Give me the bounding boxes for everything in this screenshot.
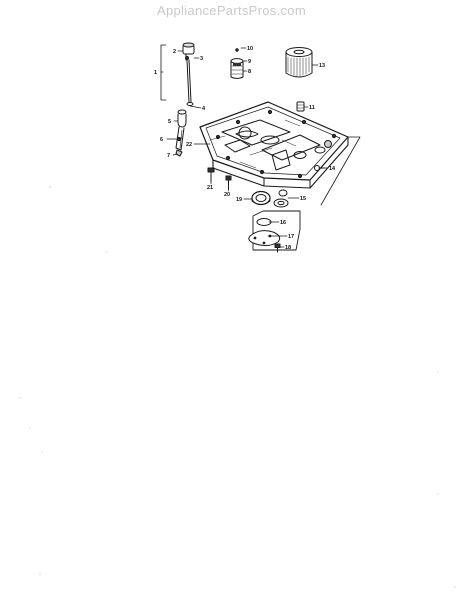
cover-group-frame [252, 210, 301, 251]
callout-5: 5 [168, 119, 171, 125]
callout-13: 13 [319, 63, 325, 69]
callout-4: 4 [202, 106, 206, 112]
oil-pan-base [199, 101, 349, 189]
leader-lines [160, 47, 329, 248]
callout-14: 14 [329, 166, 336, 172]
callout-1: 1 [154, 70, 157, 76]
callout-9: 9 [248, 59, 251, 65]
callout-3: 3 [200, 56, 203, 62]
callout-7: 7 [167, 153, 170, 159]
site-watermark: AppliancePartsPros.com [157, 3, 306, 18]
explode-line [320, 136, 361, 206]
part-group-8-10 [230, 48, 244, 79]
cover-plate-part-17 [248, 230, 281, 247]
callout-22: 22 [186, 142, 192, 148]
dipstick-assembly [160, 42, 195, 106]
scan-specks [19, 186, 456, 588]
screw-part-18 [274, 243, 281, 253]
callout-11: 11 [309, 105, 315, 111]
callout-8: 8 [248, 69, 251, 75]
dipstick-tube-assembly [175, 109, 187, 157]
seal-part-19 [251, 190, 271, 206]
callout-16: 16 [280, 220, 286, 226]
plug-part-14 [314, 165, 325, 171]
callout-21: 21 [207, 185, 213, 191]
callout-2: 2 [173, 49, 176, 55]
callout-18: 18 [285, 245, 291, 251]
fastener-part-20 [225, 175, 232, 190]
callout-19: 19 [236, 197, 242, 203]
callout-15: 15 [300, 196, 306, 202]
callout-10: 10 [247, 46, 253, 52]
callout-6: 6 [160, 137, 163, 143]
callout-17: 17 [288, 234, 294, 240]
gear-part-15 [273, 189, 289, 208]
callout-20: 20 [224, 192, 230, 198]
plug-part-11 [296, 101, 305, 112]
fastener-part-21 [207, 167, 215, 183]
oil-filter [285, 47, 313, 78]
